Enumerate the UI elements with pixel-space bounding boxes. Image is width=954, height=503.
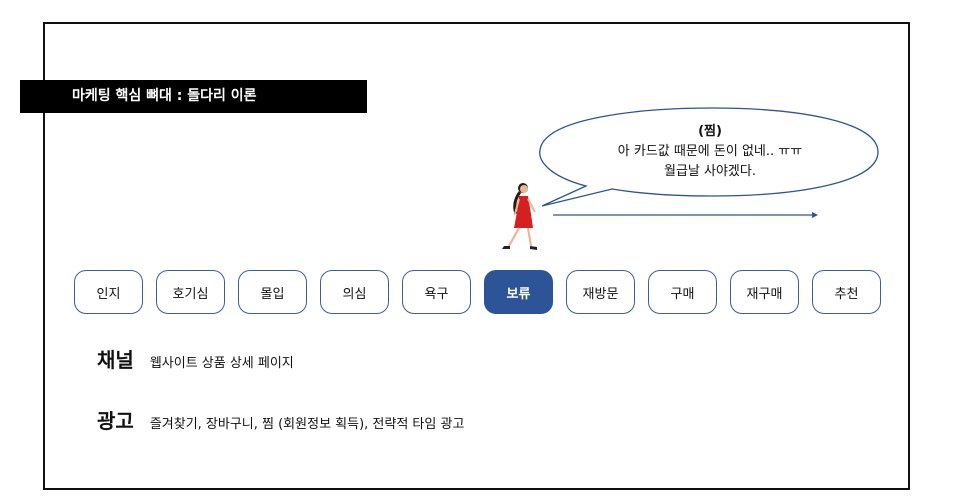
ad-label: 광고 — [97, 409, 134, 433]
stage-recommend: 추천 — [812, 270, 881, 314]
stage-purchase: 구매 — [648, 270, 717, 314]
channel-text: 웹사이트 상품 상세 페이지 — [149, 356, 294, 371]
stage-steps: 인지 호기심 몰입 의심 욕구 보류 재방문 구매 재구매 추천 — [74, 270, 881, 314]
stage-desire: 욕구 — [402, 270, 471, 314]
ad-text: 즐겨찾기, 장바구니, 찜 (회원정보 획득), 전략적 타임 광고 — [149, 417, 465, 432]
channel-label: 채널 — [97, 348, 134, 372]
stage-awareness: 인지 — [74, 270, 143, 314]
speech-line-1: 아 카드값 때문에 돈이 없네.. ㅠㅠ — [617, 144, 803, 159]
speech-bubble-text: (찜) 아 카드값 때문에 돈이 없네.. ㅠㅠ 월급날 사야겠다. — [560, 122, 860, 182]
stage-repurchase: 재구매 — [730, 270, 799, 314]
slide-title: 마케팅 핵심 뼈대 : 돌다리 이론 — [20, 80, 367, 113]
channel-row: 채널 웹사이트 상품 상세 페이지 — [97, 344, 294, 373]
stage-doubt: 의심 — [320, 270, 389, 314]
speech-speaker: (찜) — [698, 124, 722, 139]
stage-curiosity: 호기심 — [156, 270, 225, 314]
speech-line-2: 월급날 사야겠다. — [664, 164, 756, 179]
stage-immersion: 몰입 — [238, 270, 307, 314]
stage-revisit: 재방문 — [566, 270, 635, 314]
stage-hold: 보류 — [484, 270, 553, 314]
ad-row: 광고 즐겨찾기, 장바구니, 찜 (회원정보 획득), 전략적 타임 광고 — [97, 405, 464, 434]
